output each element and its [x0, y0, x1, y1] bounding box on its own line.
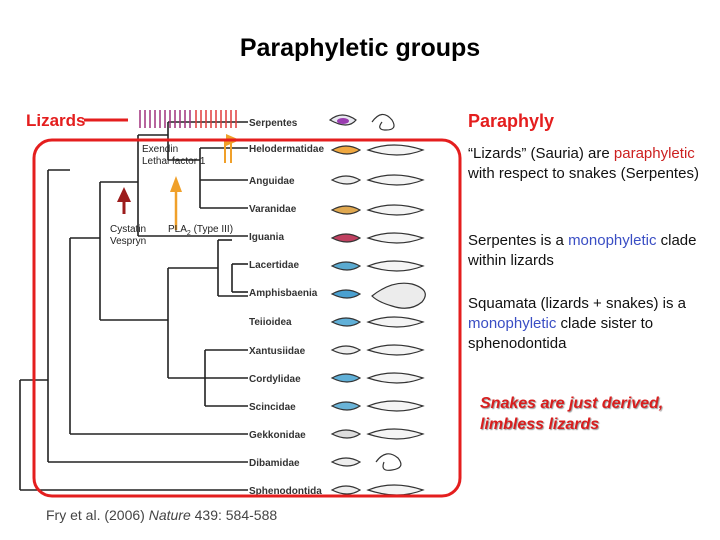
tree-branches — [19, 121, 248, 491]
pla2-label: PLA2 (Type III) — [168, 224, 233, 237]
page-title: Paraphyletic groups — [239, 34, 481, 62]
taxon-label: Xantusiidae — [249, 346, 306, 357]
cystatin-arrow — [117, 187, 131, 214]
taxon-label: Iguania — [249, 232, 284, 243]
animal-illustrations — [328, 113, 426, 496]
taxon-label: Helodermatidae — [249, 144, 324, 155]
taxon-label: Scincidae — [249, 402, 296, 413]
serpentes-toxin-bars — [139, 110, 237, 128]
taxon-label: Lacertidae — [249, 260, 299, 271]
conclusion-text: Snakes are just derived, limbless lizard… — [480, 395, 664, 433]
taxon-label: Teiioidea — [249, 317, 292, 328]
paraphyly-paragraph-3: Squamata (lizards + snakes) is a monophy… — [468, 295, 687, 352]
taxon-label: Serpentes — [249, 118, 298, 129]
taxon-label: Sphenodontida — [249, 486, 322, 497]
taxon-label: Gekkonidae — [249, 430, 306, 441]
taxon-labels: Serpentes Helodermatidae Anguidae Varani… — [249, 118, 324, 497]
taxon-label: Varanidae — [249, 204, 297, 215]
paraphyly-heading: Paraphyly — [468, 111, 555, 131]
taxon-label: Anguidae — [249, 176, 295, 187]
paraphyly-paragraph-2: Serpentes is a monophyletic clade within… — [468, 232, 697, 269]
lizards-bracket — [32, 138, 462, 498]
cystatin-label: Cystatin — [110, 224, 146, 235]
taxon-label: Dibamidae — [249, 458, 300, 469]
citation: Fry et al. (2006) Nature 439: 584-588 — [46, 507, 278, 523]
vespryn-label: Vespryn — [110, 236, 146, 247]
pla2-arrow — [170, 176, 182, 230]
snake-head-illustration — [328, 113, 395, 131]
lethal-factor-label: Lethal factor 1 — [142, 156, 206, 167]
paraphyly-paragraph-1: “Lizards” (Sauria) are paraphyletic with… — [468, 145, 699, 182]
exendin-label: Exendin — [142, 144, 178, 155]
taxon-label: Amphisbaenia — [249, 288, 318, 299]
lizards-label: Lizards — [26, 111, 86, 130]
taxon-label: Cordylidae — [249, 374, 301, 385]
